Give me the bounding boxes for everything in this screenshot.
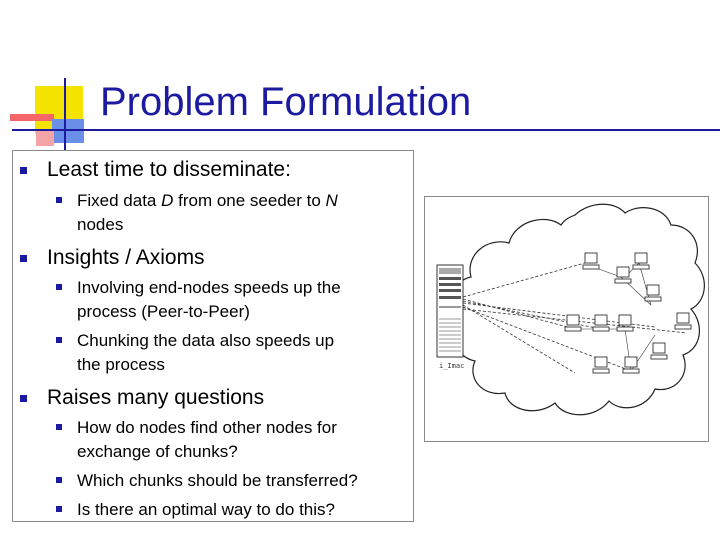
computer-icon xyxy=(674,312,692,330)
deco-red-block xyxy=(36,130,54,146)
bullet-text: Insights / Axioms xyxy=(47,246,205,269)
deco-blue-square xyxy=(52,119,84,143)
sub-bullet-marker xyxy=(56,284,62,290)
sub-bullet-find-nodes: How do nodes find other nodes for exchan… xyxy=(56,416,337,464)
title-decoration xyxy=(0,0,720,150)
server-label: i_Imac xyxy=(439,362,464,370)
server-icon xyxy=(436,264,464,358)
computer-icon xyxy=(644,284,662,302)
bullet-insights: Insights / Axioms xyxy=(20,246,205,270)
sub-bullet-end-nodes: Involving end-nodes speeds up the proces… xyxy=(56,276,341,324)
computer-icon xyxy=(622,356,640,374)
bullet-marker xyxy=(20,167,27,174)
bullet-least-time: Least time to disseminate: xyxy=(20,158,291,182)
bullet-marker xyxy=(20,395,27,402)
slide-title: Problem Formulation xyxy=(100,80,472,124)
bullet-text: Least time to disseminate: xyxy=(47,158,291,181)
sub-bullet-fixed-data: Fixed data D from one seeder to N nodes xyxy=(56,189,338,237)
p2p-network-figure: i_Imac xyxy=(424,196,709,442)
sub-bullet-marker xyxy=(56,337,62,343)
sub-bullet-marker xyxy=(56,197,62,203)
network-diagram: i_Imac xyxy=(436,203,705,416)
deco-horizontal-rule xyxy=(12,129,720,131)
sub-bullet-chunking: Chunking the data also speeds up the pro… xyxy=(56,329,334,377)
sub-bullet-marker xyxy=(56,424,62,430)
computer-icon xyxy=(632,252,650,270)
sub-bullet-marker xyxy=(56,506,62,512)
sub-bullet-which-chunks: Which chunks should be transferred? xyxy=(56,469,358,493)
computer-icon xyxy=(650,342,668,360)
sub-bullet-marker xyxy=(56,477,62,483)
var-D: D xyxy=(161,191,174,210)
computer-icon xyxy=(592,356,610,374)
computer-icon xyxy=(564,314,582,332)
sub-bullet-optimal: Is there an optimal way to do this? xyxy=(56,498,335,522)
deco-vertical-line xyxy=(64,78,66,150)
peer-computers xyxy=(564,252,692,374)
computer-icon xyxy=(614,266,632,284)
content-box xyxy=(12,150,414,522)
bullet-marker xyxy=(20,255,27,262)
cloud-outline xyxy=(452,203,705,416)
computer-icon xyxy=(592,314,610,332)
computer-icon xyxy=(582,252,600,270)
computer-icon xyxy=(616,314,634,332)
deco-red-bar xyxy=(10,114,54,121)
bullet-questions: Raises many questions xyxy=(20,386,265,410)
var-N: N xyxy=(325,191,338,210)
bullet-text: Raises many questions xyxy=(47,386,265,409)
